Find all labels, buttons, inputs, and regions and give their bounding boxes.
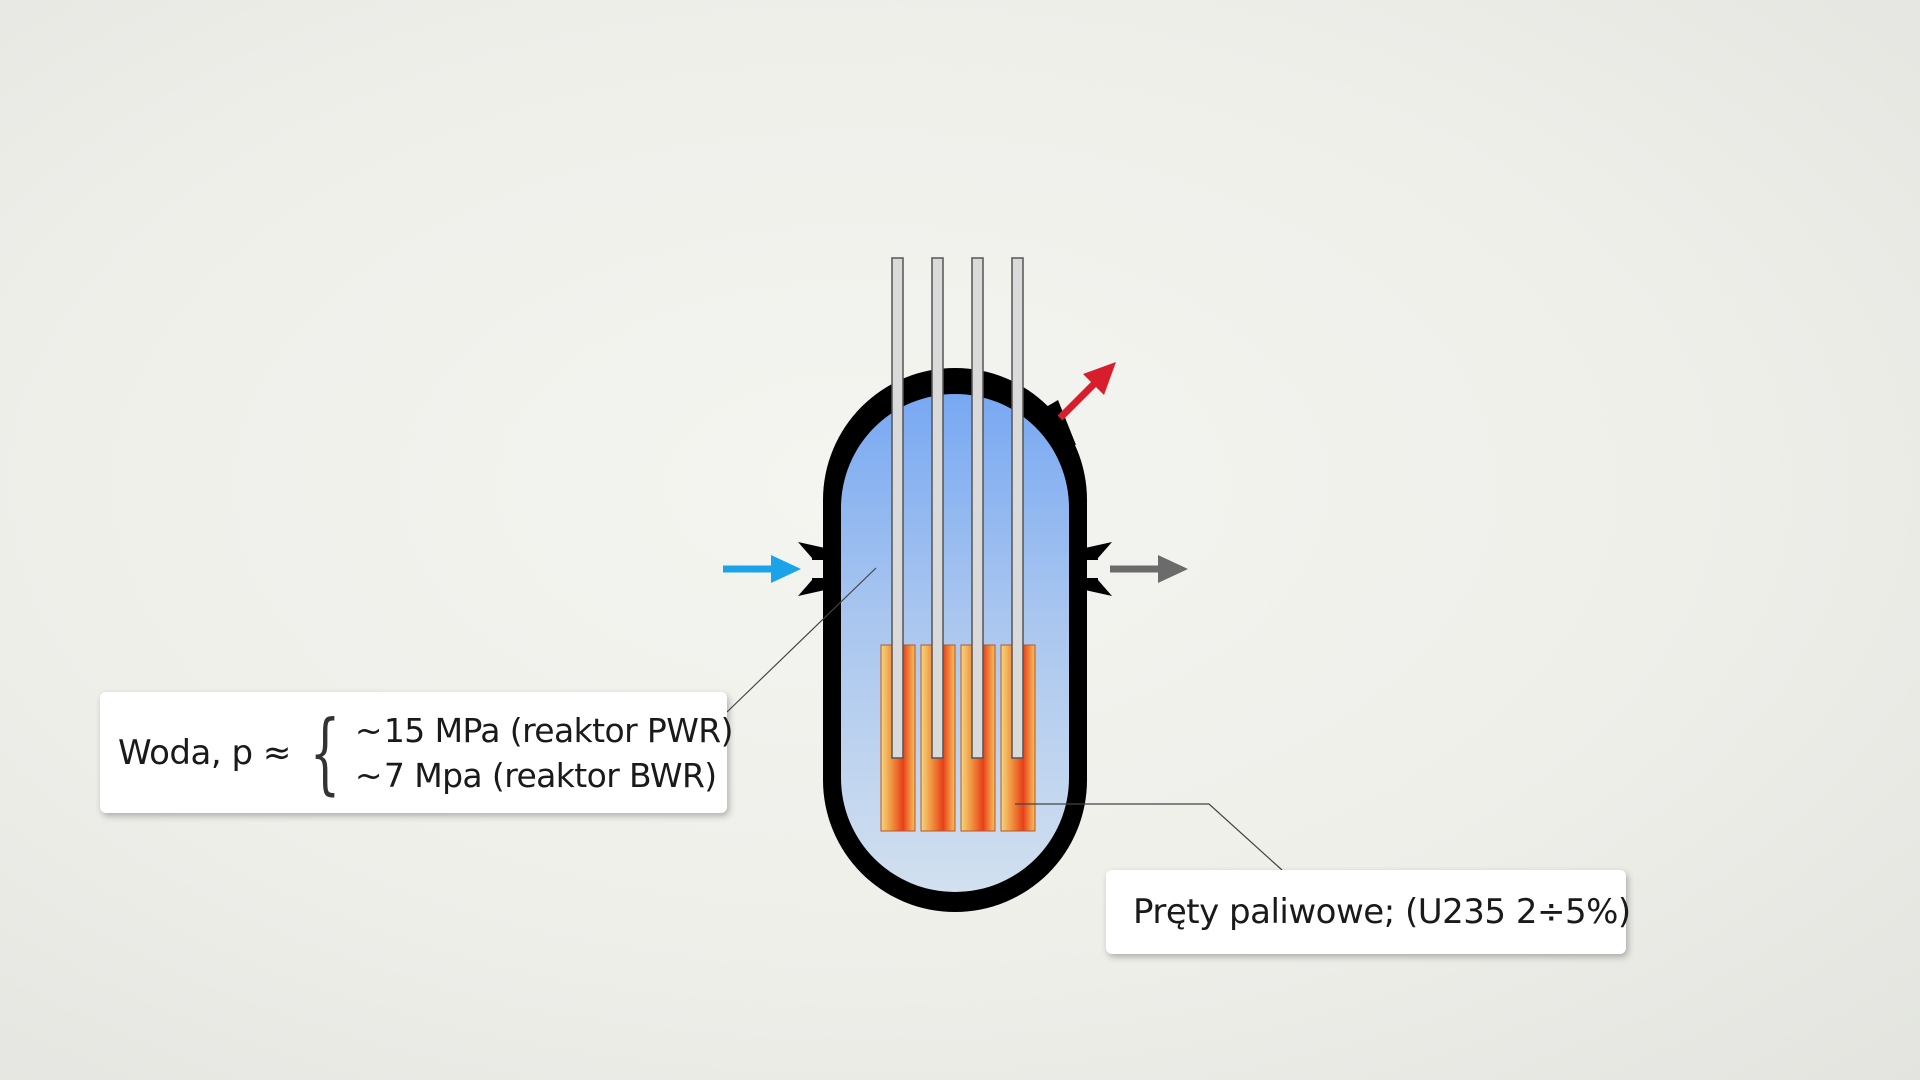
control-rod-1 — [891, 257, 904, 759]
water-pressure-callout: Woda, p ≈ { ~ 15 MPa (reaktor PWR) ~ 7 M… — [100, 692, 733, 813]
inlet-arrow-icon — [723, 555, 801, 583]
control-rod-4 — [1011, 257, 1024, 759]
control-rod-3 — [971, 257, 984, 759]
tilde-symbol: ~ — [354, 710, 383, 750]
outlet-arrow-icon — [1110, 555, 1188, 583]
steam-arrow-icon — [1057, 362, 1116, 421]
brace-icon: { — [309, 700, 341, 804]
fuel-rods-label: Pręty paliwowe; (U235 2÷5%) — [1133, 892, 1631, 932]
water-leader-line — [726, 567, 877, 713]
pressure-options: ~ 15 MPa (reaktor PWR) ~ 7 Mpa (reaktor … — [354, 710, 734, 795]
water-label: Woda, p ≈ — [118, 732, 291, 773]
tilde-symbol: ~ — [354, 755, 383, 795]
fuel-rods-callout: Pręty paliwowe; (U235 2÷5%) — [1106, 870, 1631, 954]
pressure-option-text: 7 Mpa (reaktor BWR) — [383, 755, 717, 795]
control-rod-2 — [931, 257, 944, 759]
fuel-rods — [880, 644, 1036, 832]
fuel-leader-line — [1015, 803, 1283, 871]
control-rods — [891, 257, 1024, 759]
pressure-option-bwr: ~ 7 Mpa (reaktor BWR) — [355, 756, 733, 795]
pressure-option-text: 15 MPa (reaktor PWR) — [383, 710, 734, 750]
pressure-option-pwr: ~ 15 MPa (reaktor PWR) — [354, 710, 734, 750]
